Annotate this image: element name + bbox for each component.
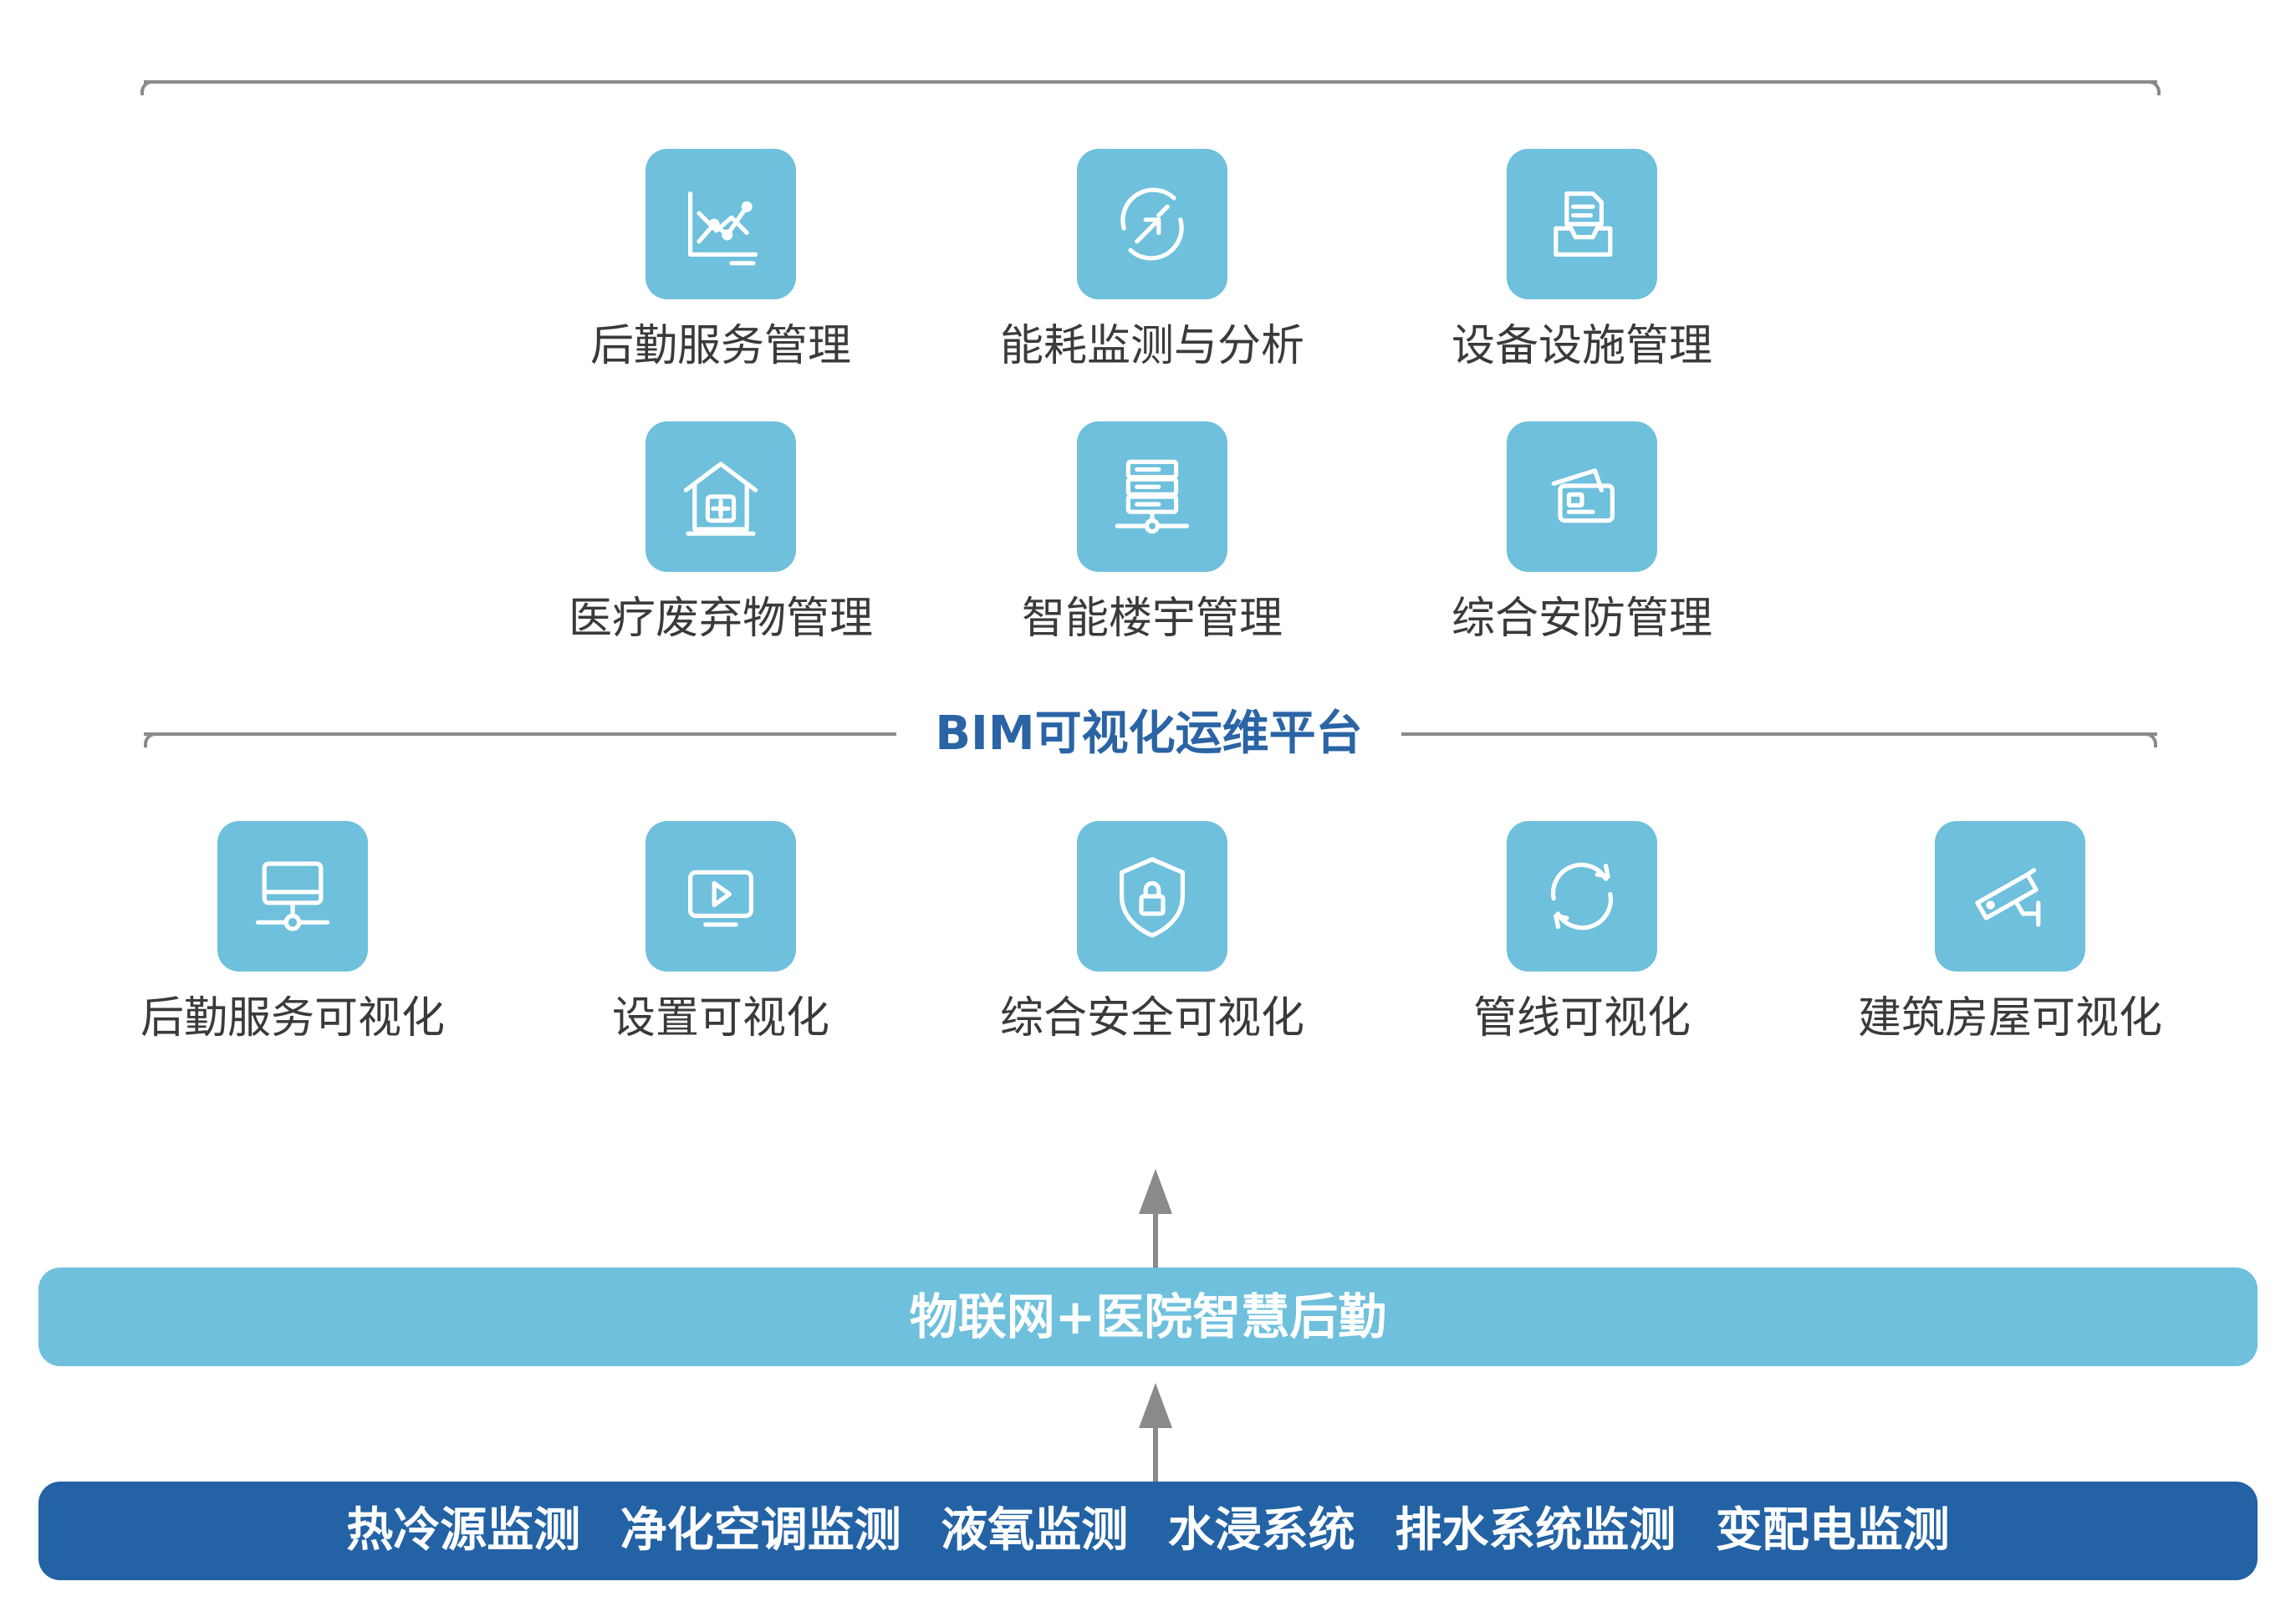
module-logistics-service: 后勤服务管理: [562, 149, 880, 373]
module-label: 综合安全可视化: [999, 993, 1304, 1043]
monitoring-item: 排水系统监测: [1395, 1503, 1676, 1558]
module-label: 医疗废弃物管理: [568, 594, 873, 644]
monitoring-item: 净化空调监测: [620, 1503, 901, 1558]
platform-title: BIM可视化运维平台: [935, 707, 1363, 761]
platform-divider-right: [1401, 732, 2157, 736]
monitoring-layer-bar: 热冷源监测 净化空调监测 液氧监测 水浸系统 排水系统监测 变配电监测: [38, 1482, 2258, 1580]
arrow-up-icon: [1139, 1169, 1172, 1268]
module-safety-visualization: 综合安全可视化: [993, 821, 1311, 1045]
monitor-network-icon: [217, 821, 368, 972]
module-label: 管线可视化: [1472, 993, 1691, 1043]
line-chart-icon: [645, 149, 796, 299]
module-medical-waste: 医疗废弃物管理: [562, 421, 880, 645]
iot-layer-bar: 物联网+医院智慧后勤: [38, 1268, 2258, 1366]
module-smart-building: 智能楼宇管理: [993, 421, 1311, 645]
module-setting-visualization: 设置可视化: [562, 821, 880, 1045]
module-label: 设置可视化: [611, 993, 829, 1043]
monitoring-item: 液氧监测: [941, 1503, 1129, 1558]
security-camera-icon: [1935, 821, 2085, 972]
module-building-visualization: 建筑房屋可视化: [1851, 821, 2169, 1045]
module-label: 智能楼宇管理: [1021, 594, 1283, 644]
module-label: 后勤服务可视化: [140, 993, 445, 1043]
platform-divider-cap-right: [2142, 732, 2157, 747]
iot-layer-label: 物联网+医院智慧后勤: [909, 1288, 1387, 1345]
server-network-icon: [1077, 421, 1227, 572]
platform-divider-left: [144, 732, 896, 736]
monitoring-item: 水浸系统: [1167, 1503, 1355, 1558]
module-label: 能耗监测与分析: [999, 321, 1304, 371]
medical-house-icon: [645, 421, 796, 572]
monitoring-item: 热冷源监测: [346, 1503, 581, 1558]
module-label: 综合安防管理: [1451, 594, 1712, 644]
module-label: 设备设施管理: [1451, 321, 1712, 371]
module-pipeline-visualization: 管线可视化: [1423, 821, 1741, 1045]
monitoring-item: 变配电监测: [1715, 1503, 1950, 1558]
module-logistics-visualization: 后勤服务可视化: [134, 821, 452, 1045]
module-label: 建筑房屋可视化: [1857, 993, 2162, 1043]
cycle-arrows-icon: [1077, 149, 1227, 299]
platform-divider-cap-left: [144, 732, 159, 747]
module-energy-analysis: 能耗监测与分析: [993, 149, 1311, 373]
shield-lock-icon: [1077, 821, 1227, 972]
arrow-up-icon: [1139, 1383, 1172, 1482]
inbox-tray-icon: [1507, 149, 1657, 299]
module-equipment-facility: 设备设施管理: [1423, 149, 1741, 373]
module-integrated-security: 综合安防管理: [1423, 421, 1741, 645]
access-card-icon: [1507, 421, 1657, 572]
video-play-icon: [645, 821, 796, 972]
module-label: 后勤服务管理: [589, 321, 851, 371]
refresh-icon: [1507, 821, 1657, 972]
top-bracket-line: [140, 80, 2161, 95]
